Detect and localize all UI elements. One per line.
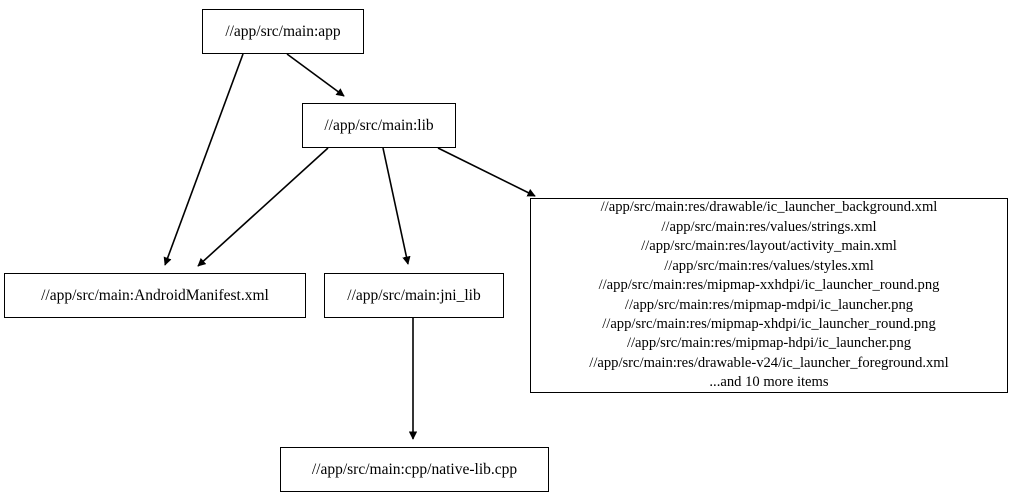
- resource-bundle-line: //app/src/main:res/drawable/ic_launcher_…: [600, 199, 938, 216]
- node-android-manifest[interactable]: //app/src/main:AndroidManifest.xml: [4, 273, 306, 318]
- edge-lib-to-manifest: [197, 147, 329, 267]
- resource-bundle-line: //app/src/main:res/mipmap-xhdpi/ic_launc…: [602, 315, 936, 332]
- edge-lib-to-jni: [382, 147, 411, 265]
- node-resource-bundle[interactable]: //app/src/main:res/drawable/ic_launcher_…: [530, 198, 1008, 393]
- node-lib[interactable]: //app/src/main:lib: [302, 103, 456, 148]
- resource-bundle-line: //app/src/main:res/values/styles.xml: [664, 257, 874, 274]
- node-app-label: //app/src/main:app: [225, 22, 341, 40]
- resource-bundle-line: //app/src/main:res/values/strings.xml: [661, 218, 877, 235]
- node-android-manifest-label: //app/src/main:AndroidManifest.xml: [41, 286, 269, 304]
- node-lib-label: //app/src/main:lib: [324, 116, 434, 134]
- edge-app-to-manifest: [163, 53, 244, 266]
- edge-app-to-lib: [286, 53, 345, 97]
- resource-bundle-line: ...and 10 more items: [709, 374, 829, 391]
- edge-lib-to-resbundle: [437, 147, 536, 197]
- resource-bundle-line: //app/src/main:res/mipmap-hdpi/ic_launch…: [626, 335, 912, 352]
- node-app[interactable]: //app/src/main:app: [202, 9, 364, 54]
- resource-bundle-line: //app/src/main:res/layout/activity_main.…: [641, 238, 897, 255]
- node-native-lib-cpp-label: //app/src/main:cpp/native-lib.cpp: [311, 460, 518, 478]
- resource-bundle-line: //app/src/main:res/mipmap-xxhdpi/ic_laun…: [598, 277, 940, 294]
- resource-bundle-line: //app/src/main:res/drawable-v24/ic_launc…: [589, 354, 949, 371]
- node-jni-lib[interactable]: //app/src/main:jni_lib: [324, 273, 504, 318]
- node-native-lib-cpp[interactable]: //app/src/main:cpp/native-lib.cpp: [280, 447, 549, 492]
- resource-bundle-line-list: //app/src/main:res/drawable/ic_launcher_…: [531, 198, 1007, 392]
- node-jni-lib-label: //app/src/main:jni_lib: [347, 286, 481, 304]
- resource-bundle-line: //app/src/main:res/mipmap-mdpi/ic_launch…: [624, 296, 914, 313]
